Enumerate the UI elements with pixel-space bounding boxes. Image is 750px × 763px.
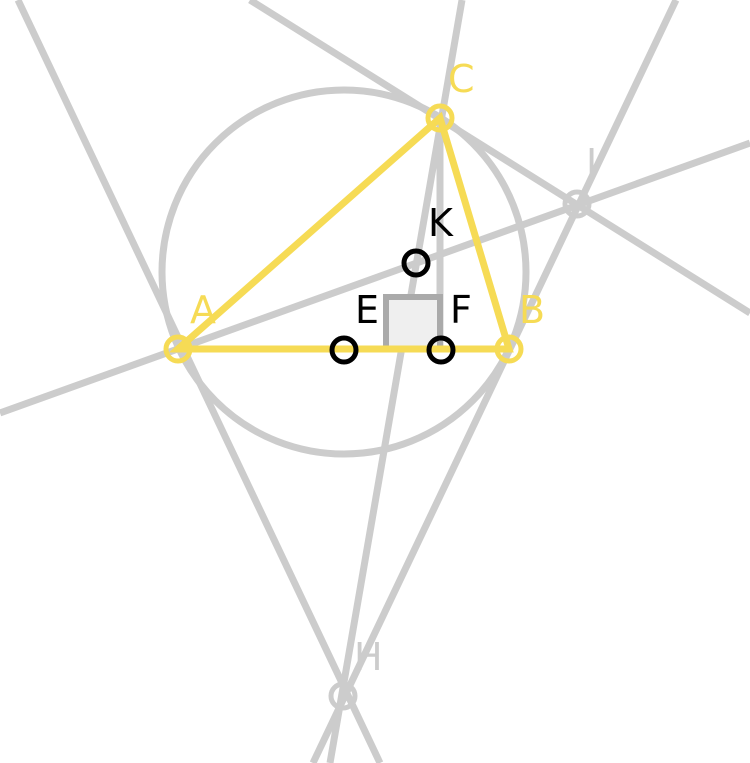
point-h[interactable] xyxy=(328,681,358,711)
label-h: H xyxy=(354,635,383,679)
line-through-a-down-to-h xyxy=(14,0,384,763)
label-k: K xyxy=(428,201,454,245)
label-i: I xyxy=(586,141,597,185)
line-through-b-to-h xyxy=(309,0,680,763)
label-b: B xyxy=(519,288,545,332)
label-f: F xyxy=(450,288,472,332)
line-through-a-to-i xyxy=(0,139,750,417)
point-a[interactable] xyxy=(163,334,193,364)
point-c[interactable] xyxy=(425,103,455,133)
circumcircle xyxy=(158,86,530,458)
point-b[interactable] xyxy=(494,334,524,364)
point-k[interactable] xyxy=(401,248,431,278)
point-e[interactable] xyxy=(329,335,359,365)
point-f[interactable] xyxy=(426,335,456,365)
label-a: A xyxy=(190,288,216,332)
point-i[interactable] xyxy=(562,189,592,219)
line-through-c-to-i xyxy=(248,0,750,316)
label-e: E xyxy=(355,288,379,332)
triangle-abc xyxy=(168,111,514,353)
label-c: C xyxy=(448,57,475,101)
